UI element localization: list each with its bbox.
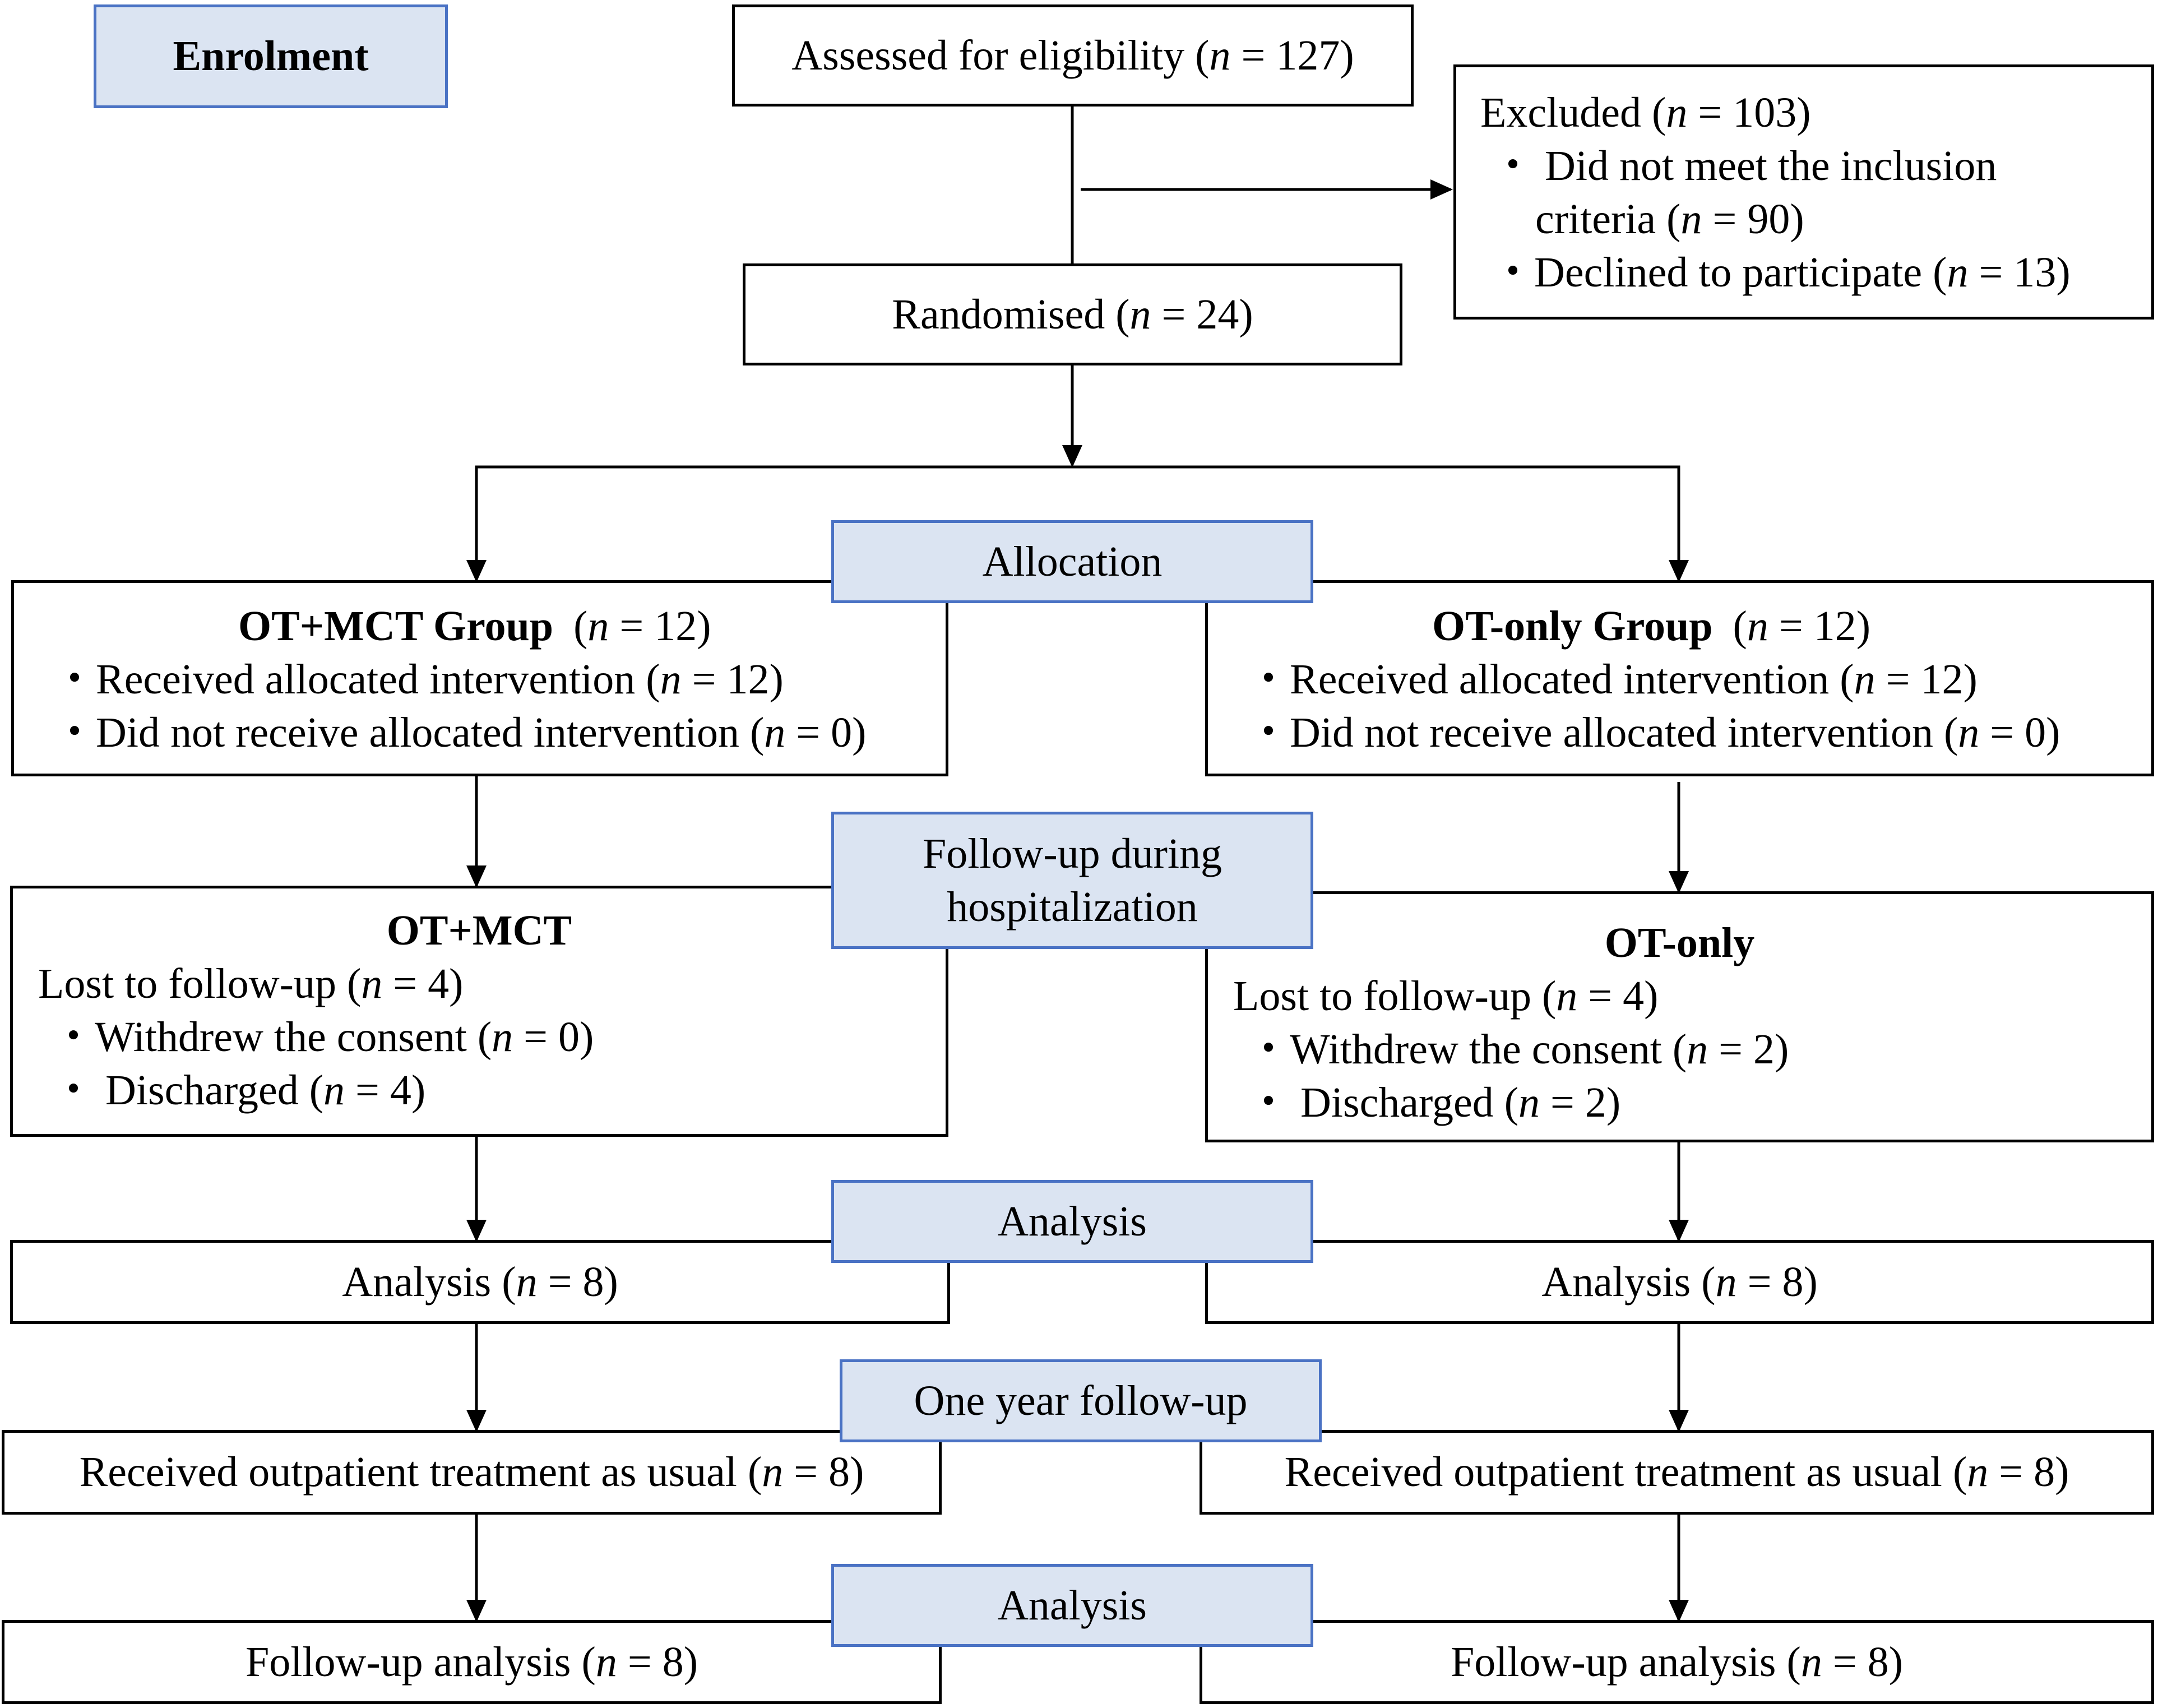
right-group-title: OT-only Group(n = 12): [1432, 603, 1871, 650]
stage-analysis-1-label: Analysis: [998, 1197, 1147, 1245]
randomised-box: Randomised (n = 24): [743, 263, 1402, 365]
left-discharged: ・ Discharged (n = 4): [52, 1067, 426, 1114]
right-analysis-box: Analysis (n = 8): [1205, 1240, 2154, 1324]
stage-allocation: Allocation: [831, 520, 1313, 603]
stage-analysis-2: Analysis: [831, 1564, 1313, 1647]
stage-enrolment: Enrolment: [94, 4, 448, 108]
right-followup-box: OT-only Lost to follow-up (n = 4) ・Withd…: [1205, 891, 2154, 1142]
left-fu-analysis-box: Follow-up analysis (n = 8): [2, 1620, 942, 1704]
right-received: ・Received allocated intervention (n = 12…: [1247, 656, 1978, 703]
left-followup-title: OT+MCT: [386, 907, 572, 954]
stage-followup-hospitalization: Follow-up during hospitalization: [831, 812, 1313, 949]
left-followup-box: OT+MCT Lost to follow-up (n = 4) ・Withdr…: [10, 886, 948, 1137]
right-followup-title: OT-only: [1604, 919, 1755, 966]
stage-enrolment-label: Enrolment: [173, 33, 369, 80]
excluded-reason-1: ・ Did not meet the inclusion: [1492, 142, 1997, 189]
right-fu-analysis-text: Follow-up analysis (n = 8): [1450, 1638, 1904, 1686]
left-fu-analysis-text: Follow-up analysis (n = 8): [245, 1638, 698, 1686]
right-outpatient-box: Received outpatient treatment as usual (…: [1200, 1430, 2154, 1515]
right-fu-analysis-box: Follow-up analysis (n = 8): [1200, 1620, 2154, 1704]
excluded-box: Excluded (n = 103) ・ Did not meet the in…: [1453, 64, 2154, 320]
right-not-received: ・Did not receive allocated intervention …: [1247, 709, 2060, 756]
right-analysis-text: Analysis (n = 8): [1541, 1258, 1818, 1306]
left-outpatient-box: Received outpatient treatment as usual (…: [2, 1430, 942, 1515]
left-group-box: OT+MCT Group(n = 12) ・Received allocated…: [11, 580, 948, 776]
left-not-received: ・Did not receive allocated intervention …: [53, 709, 867, 756]
right-group-box: OT-only Group(n = 12) ・Received allocate…: [1205, 580, 2154, 776]
stage-followup-line-2: hospitalization: [947, 883, 1198, 931]
left-received: ・Received allocated intervention (n = 12…: [53, 656, 784, 703]
right-outpatient-text: Received outpatient treatment as usual (…: [1284, 1448, 2069, 1496]
left-analysis-text: Analysis (n = 8): [342, 1258, 618, 1306]
stage-followup-line-1: Follow-up during: [922, 830, 1222, 877]
stage-one-year-label: One year follow-up: [914, 1377, 1248, 1424]
left-withdrew: ・Withdrew the consent (n = 0): [52, 1013, 594, 1061]
stage-analysis-2-label: Analysis: [998, 1581, 1147, 1629]
eligibility-box: Assessed for eligibility (n = 127): [732, 4, 1414, 107]
eligibility-text: Assessed for eligibility (n = 127): [791, 31, 1354, 79]
right-discharged: ・ Discharged (n = 2): [1247, 1079, 1621, 1126]
excluded-title: Excluded (n = 103): [1480, 89, 1811, 136]
stage-analysis-1: Analysis: [831, 1180, 1313, 1263]
right-lost: Lost to follow-up (n = 4): [1233, 973, 1659, 1020]
randomised-text: Randomised (n = 24): [892, 290, 1253, 338]
excluded-reason-1-cont: criteria (n = 90): [1535, 196, 1804, 243]
left-group-title: OT+MCT Group(n = 12): [238, 603, 711, 650]
stage-allocation-label: Allocation: [982, 538, 1163, 585]
stage-one-year: One year follow-up: [840, 1359, 1322, 1442]
right-withdrew: ・Withdrew the consent (n = 2): [1247, 1026, 1789, 1073]
left-outpatient-text: Received outpatient treatment as usual (…: [79, 1448, 864, 1496]
left-lost: Lost to follow-up (n = 4): [38, 960, 464, 1007]
left-analysis-box: Analysis (n = 8): [10, 1240, 950, 1324]
excluded-reason-2: ・Declined to participate (n = 13): [1492, 249, 2071, 296]
